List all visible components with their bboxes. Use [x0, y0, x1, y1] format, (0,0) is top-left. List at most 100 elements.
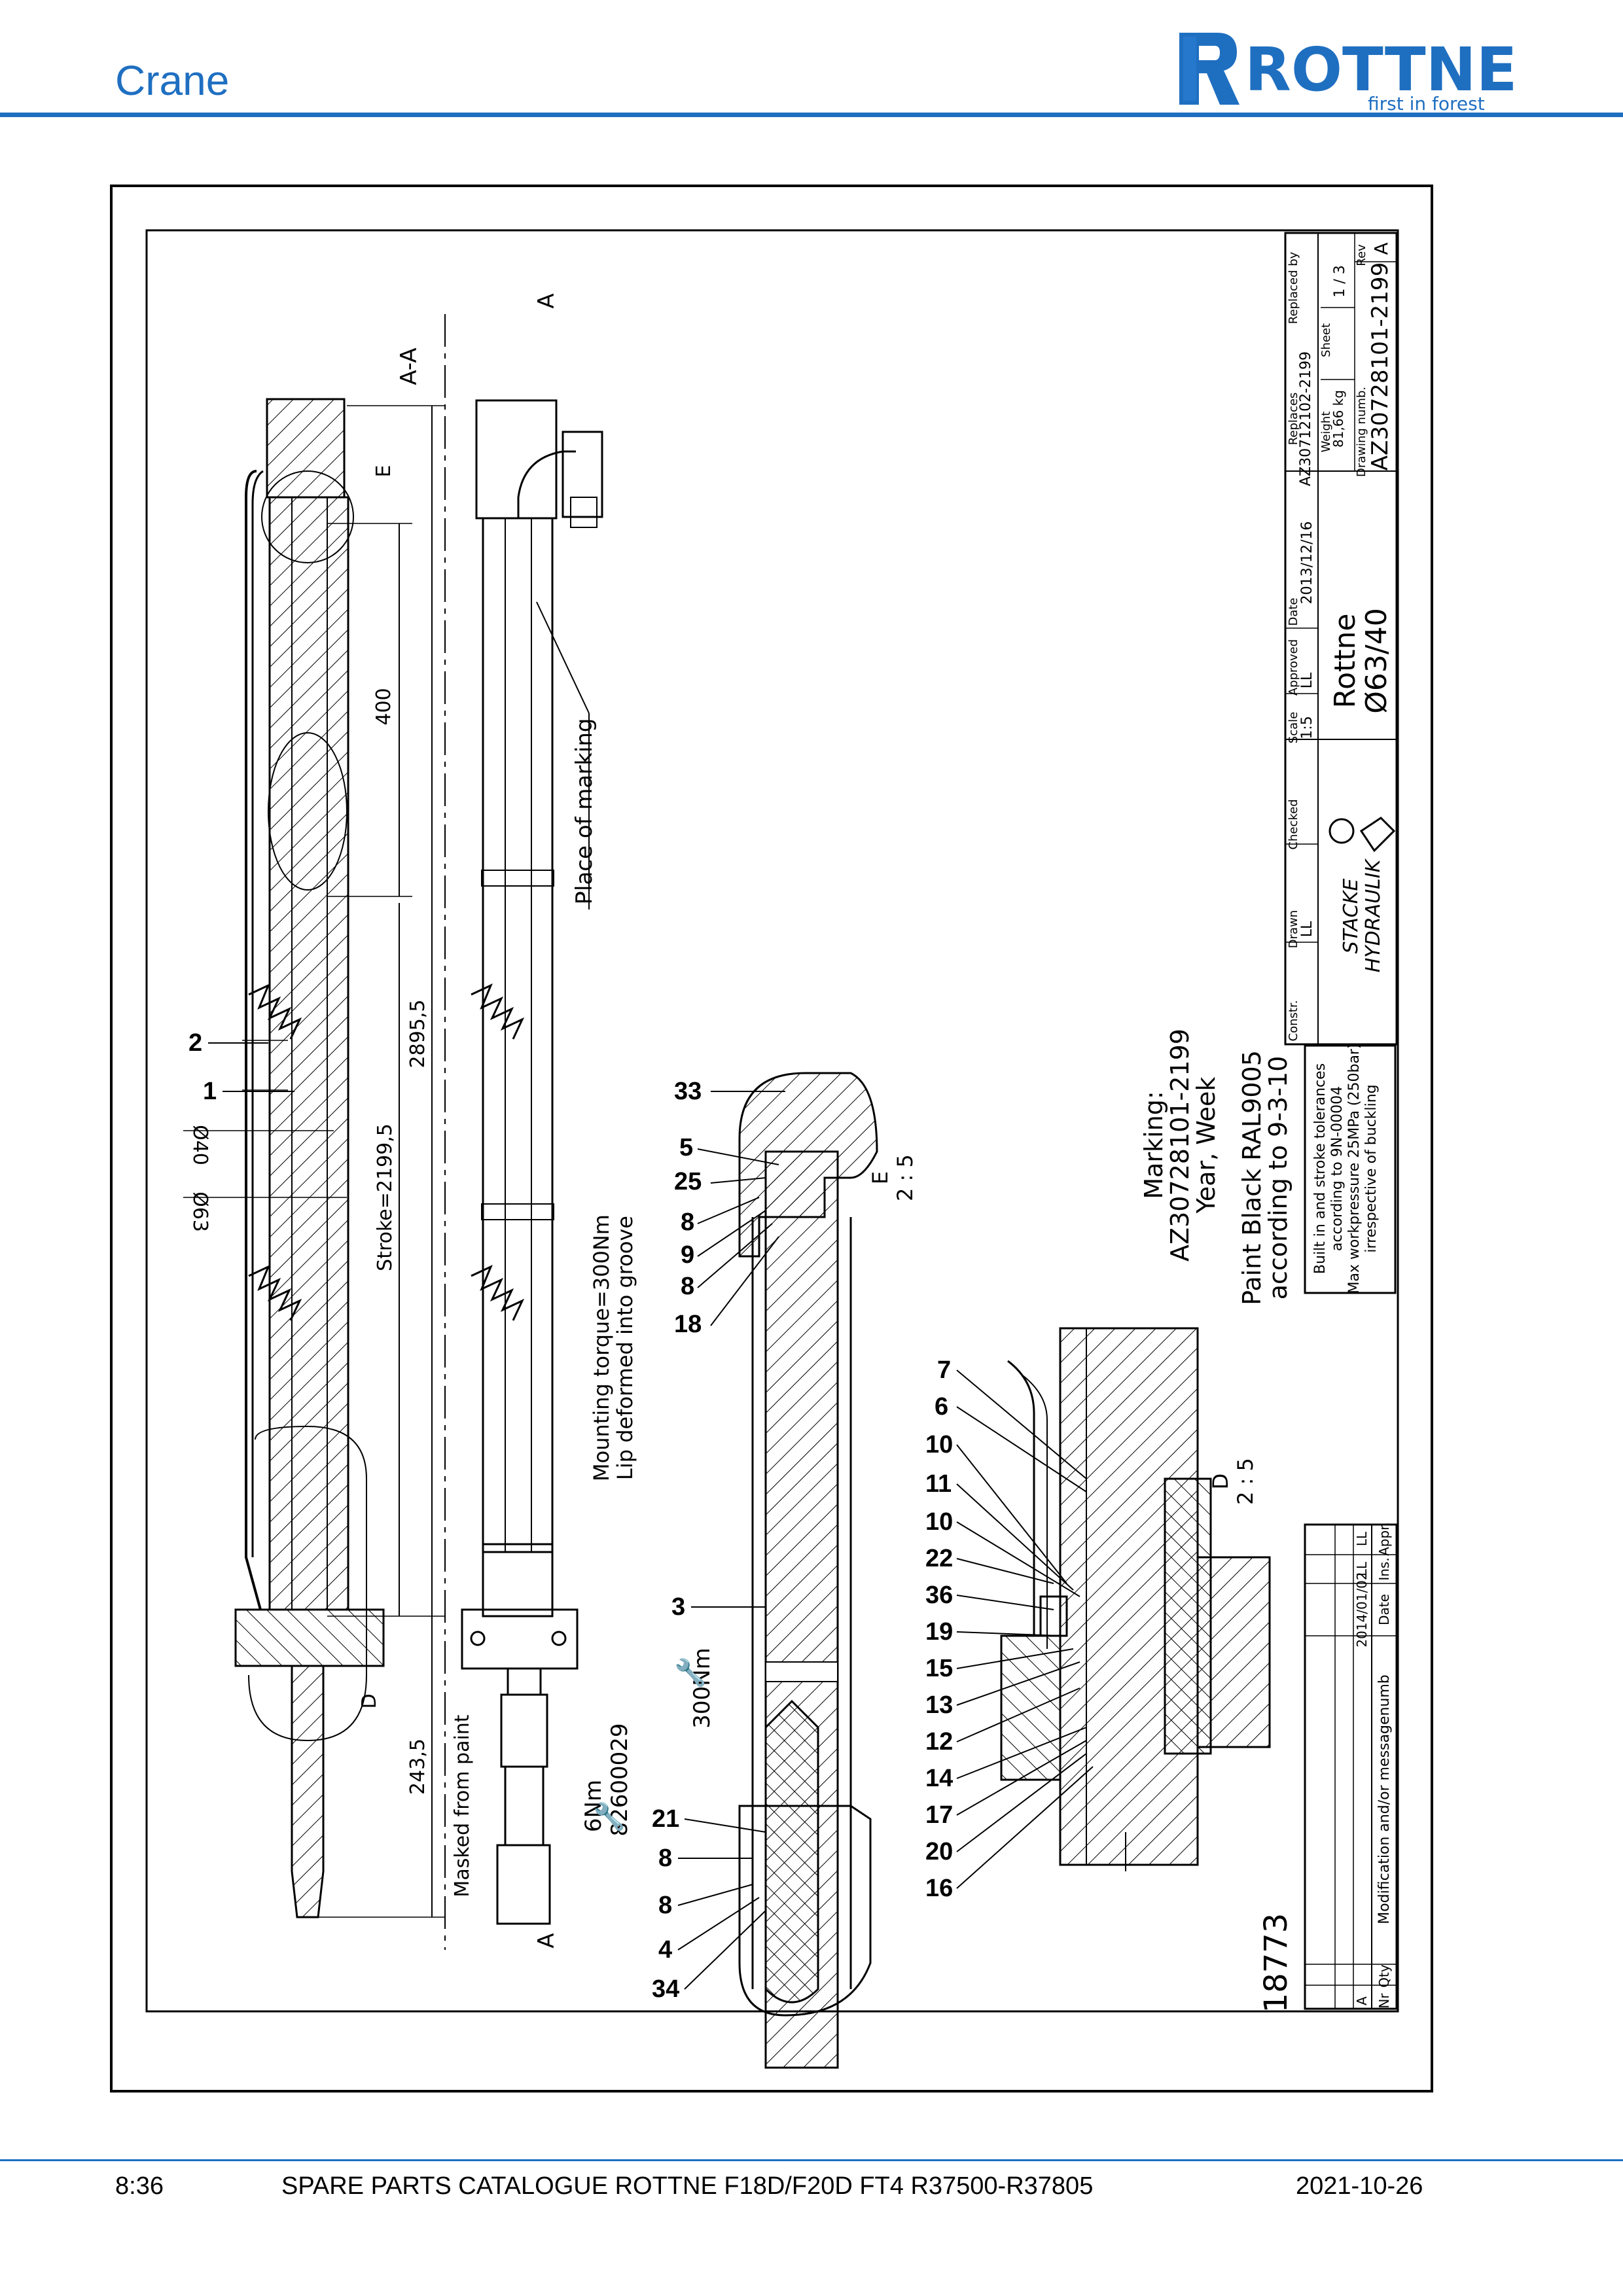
marking-title: Marking:: [1139, 1091, 1168, 1199]
callout-15: 15: [925, 1655, 953, 1682]
tb-drawn-label: Drawn: [1287, 910, 1300, 948]
detail-e-scale: 2 : 5: [893, 1154, 918, 1201]
tb-scale-label: Scale: [1287, 712, 1300, 743]
dia-63: Ø63: [188, 1192, 211, 1232]
callout-21: 21: [652, 1805, 679, 1833]
marking-code: AZ30728101-2199: [1166, 1029, 1194, 1262]
stacke-logo-icon: [1329, 817, 1396, 853]
masked-from-paint: Masked from paint: [451, 1714, 474, 1897]
callout-5: 5: [679, 1134, 693, 1161]
callout-18: 18: [674, 1311, 702, 1338]
lip-deformed: Lip deformed into groove: [613, 1216, 637, 1480]
rev-row-appr: LL: [1354, 1531, 1370, 1546]
tb-company-1: STACKE: [1340, 879, 1363, 954]
rev-row-ins: LL: [1354, 1561, 1370, 1576]
header-rule: [0, 113, 1623, 117]
tb-scale-value: 1:5: [1299, 716, 1315, 739]
tb-weight-value: 81,66 kg: [1330, 390, 1346, 448]
marking-year: Year, Week: [1192, 1077, 1221, 1214]
callout-1: 1: [203, 1078, 217, 1105]
tb-product-2: Ø63/40: [1360, 608, 1393, 713]
callout-11: 11: [925, 1470, 952, 1498]
detail-e-marker: E: [372, 465, 395, 478]
footer-date: 2021-10-26: [1296, 2172, 1423, 2200]
detail-d-marker: D: [358, 1693, 381, 1708]
dimension-lines: [183, 405, 445, 1918]
rev-col-mod: Modification and/or messagenumb: [1376, 1674, 1393, 1924]
footer-rule: [0, 2159, 1623, 2161]
torque-large: 300Nm: [689, 1648, 715, 1728]
dim-400: 400: [372, 688, 395, 725]
tb-replaces-label: Replaces: [1287, 393, 1300, 446]
tb-approved-label: Approved: [1287, 639, 1300, 696]
note-4: irrespective of buckling: [1363, 1084, 1380, 1252]
callout-9: 9: [681, 1241, 694, 1269]
tb-approved-value: LL: [1299, 672, 1315, 688]
callouts-detail-e: 33 5 25 8 9 8 18: [674, 1078, 785, 1338]
wrench-icon: 🔧: [593, 1801, 626, 1832]
callout-33: 33: [674, 1078, 702, 1105]
rottne-logo-mark: [1179, 33, 1240, 105]
notes-box: [1304, 1044, 1397, 1294]
tb-replaced-by-label: Replaced by: [1287, 251, 1300, 324]
page-section-title: Crane: [115, 57, 230, 104]
dim-total: 2895,5: [406, 1000, 429, 1069]
tb-sheet-value: 1 / 3: [1332, 265, 1348, 297]
logo-wordmark: ROTTNE: [1245, 35, 1518, 105]
callout-20: 20: [925, 1838, 953, 1865]
callout-25: 25: [674, 1168, 702, 1195]
part-number-small: 82600029: [607, 1723, 633, 1836]
revision-table: [1304, 1523, 1398, 2010]
drawing-frame: [110, 185, 1433, 2093]
rev-col-nr: Nr: [1376, 1993, 1392, 2009]
tb-sheet-label: Sheet: [1319, 323, 1333, 357]
section-aa-label: A-A: [396, 347, 422, 385]
callout-13: 13: [925, 1691, 953, 1719]
tb-replaces-value: AZ30712102-2199: [1298, 351, 1314, 486]
callout-22: 22: [925, 1545, 953, 1572]
callout-3: 3: [671, 1593, 685, 1621]
tb-drawing-numb-value: AZ30728101-2199: [1367, 262, 1393, 470]
callout-7: 7: [937, 1356, 951, 1384]
tb-rev-value: A: [1370, 242, 1392, 255]
callout-2: 2: [188, 1029, 202, 1057]
callout-17: 17: [925, 1801, 953, 1829]
callout-19: 19: [925, 1618, 953, 1646]
rev-col-qty: Qty: [1376, 1964, 1392, 1988]
note-2: according to 9N-00004: [1329, 1086, 1346, 1251]
dia-40: Ø40: [188, 1125, 211, 1165]
dim-stroke: Stroke=2199,5: [374, 1123, 397, 1271]
callouts-detail-d: 7 6 10 11 10 22 36 19 15 13 12 14 17 20 …: [925, 1356, 1094, 1902]
callout-8c: 8: [658, 1845, 672, 1872]
wrench-icon: 🔧: [674, 1657, 707, 1688]
tb-date-value: 2013/12/16: [1299, 521, 1315, 605]
rev-row-date: 2014/01/02: [1354, 1572, 1370, 1647]
callout-12: 12: [925, 1728, 953, 1756]
tb-checked-label: Checked: [1287, 799, 1300, 849]
dim-243: 243,5: [406, 1739, 429, 1795]
rev-col-ins: Ins.: [1376, 1557, 1392, 1580]
tb-constr-label: Constr.: [1287, 1000, 1300, 1042]
callout-16: 16: [925, 1875, 953, 1902]
tb-product-1: Rottne: [1329, 614, 1362, 709]
detail-e-view: [738, 1072, 878, 2069]
title-block: [1284, 232, 1398, 1046]
callout-8b: 8: [681, 1273, 694, 1300]
rev-row-nr: A: [1354, 1996, 1370, 2005]
detail-d-view: [1000, 1327, 1271, 1871]
exterior-view-cylinder: [461, 399, 603, 1925]
section-arrow-bottom: A: [533, 1933, 560, 1948]
paint-line-2: according to 9-3-10: [1264, 1056, 1293, 1300]
tb-date-label: Date: [1287, 597, 1300, 626]
tb-rev-label: Rev: [1355, 244, 1368, 266]
rev-col-appr: Appr.: [1376, 1522, 1392, 1556]
callout-10b: 10: [925, 1508, 953, 1536]
tb-drawn-value: LL: [1299, 921, 1315, 937]
mounting-torque: Mounting torque=300Nm: [589, 1214, 614, 1481]
note-3: Max workpressure 25MPa (250bar): [1346, 1043, 1363, 1294]
section-aa-cylinder: [234, 398, 385, 1918]
callout-10a: 10: [925, 1431, 953, 1458]
callout-14: 14: [925, 1765, 953, 1792]
tb-drawing-numb-label: Drawing numb.: [1355, 387, 1368, 477]
callout-34: 34: [652, 1975, 679, 2003]
